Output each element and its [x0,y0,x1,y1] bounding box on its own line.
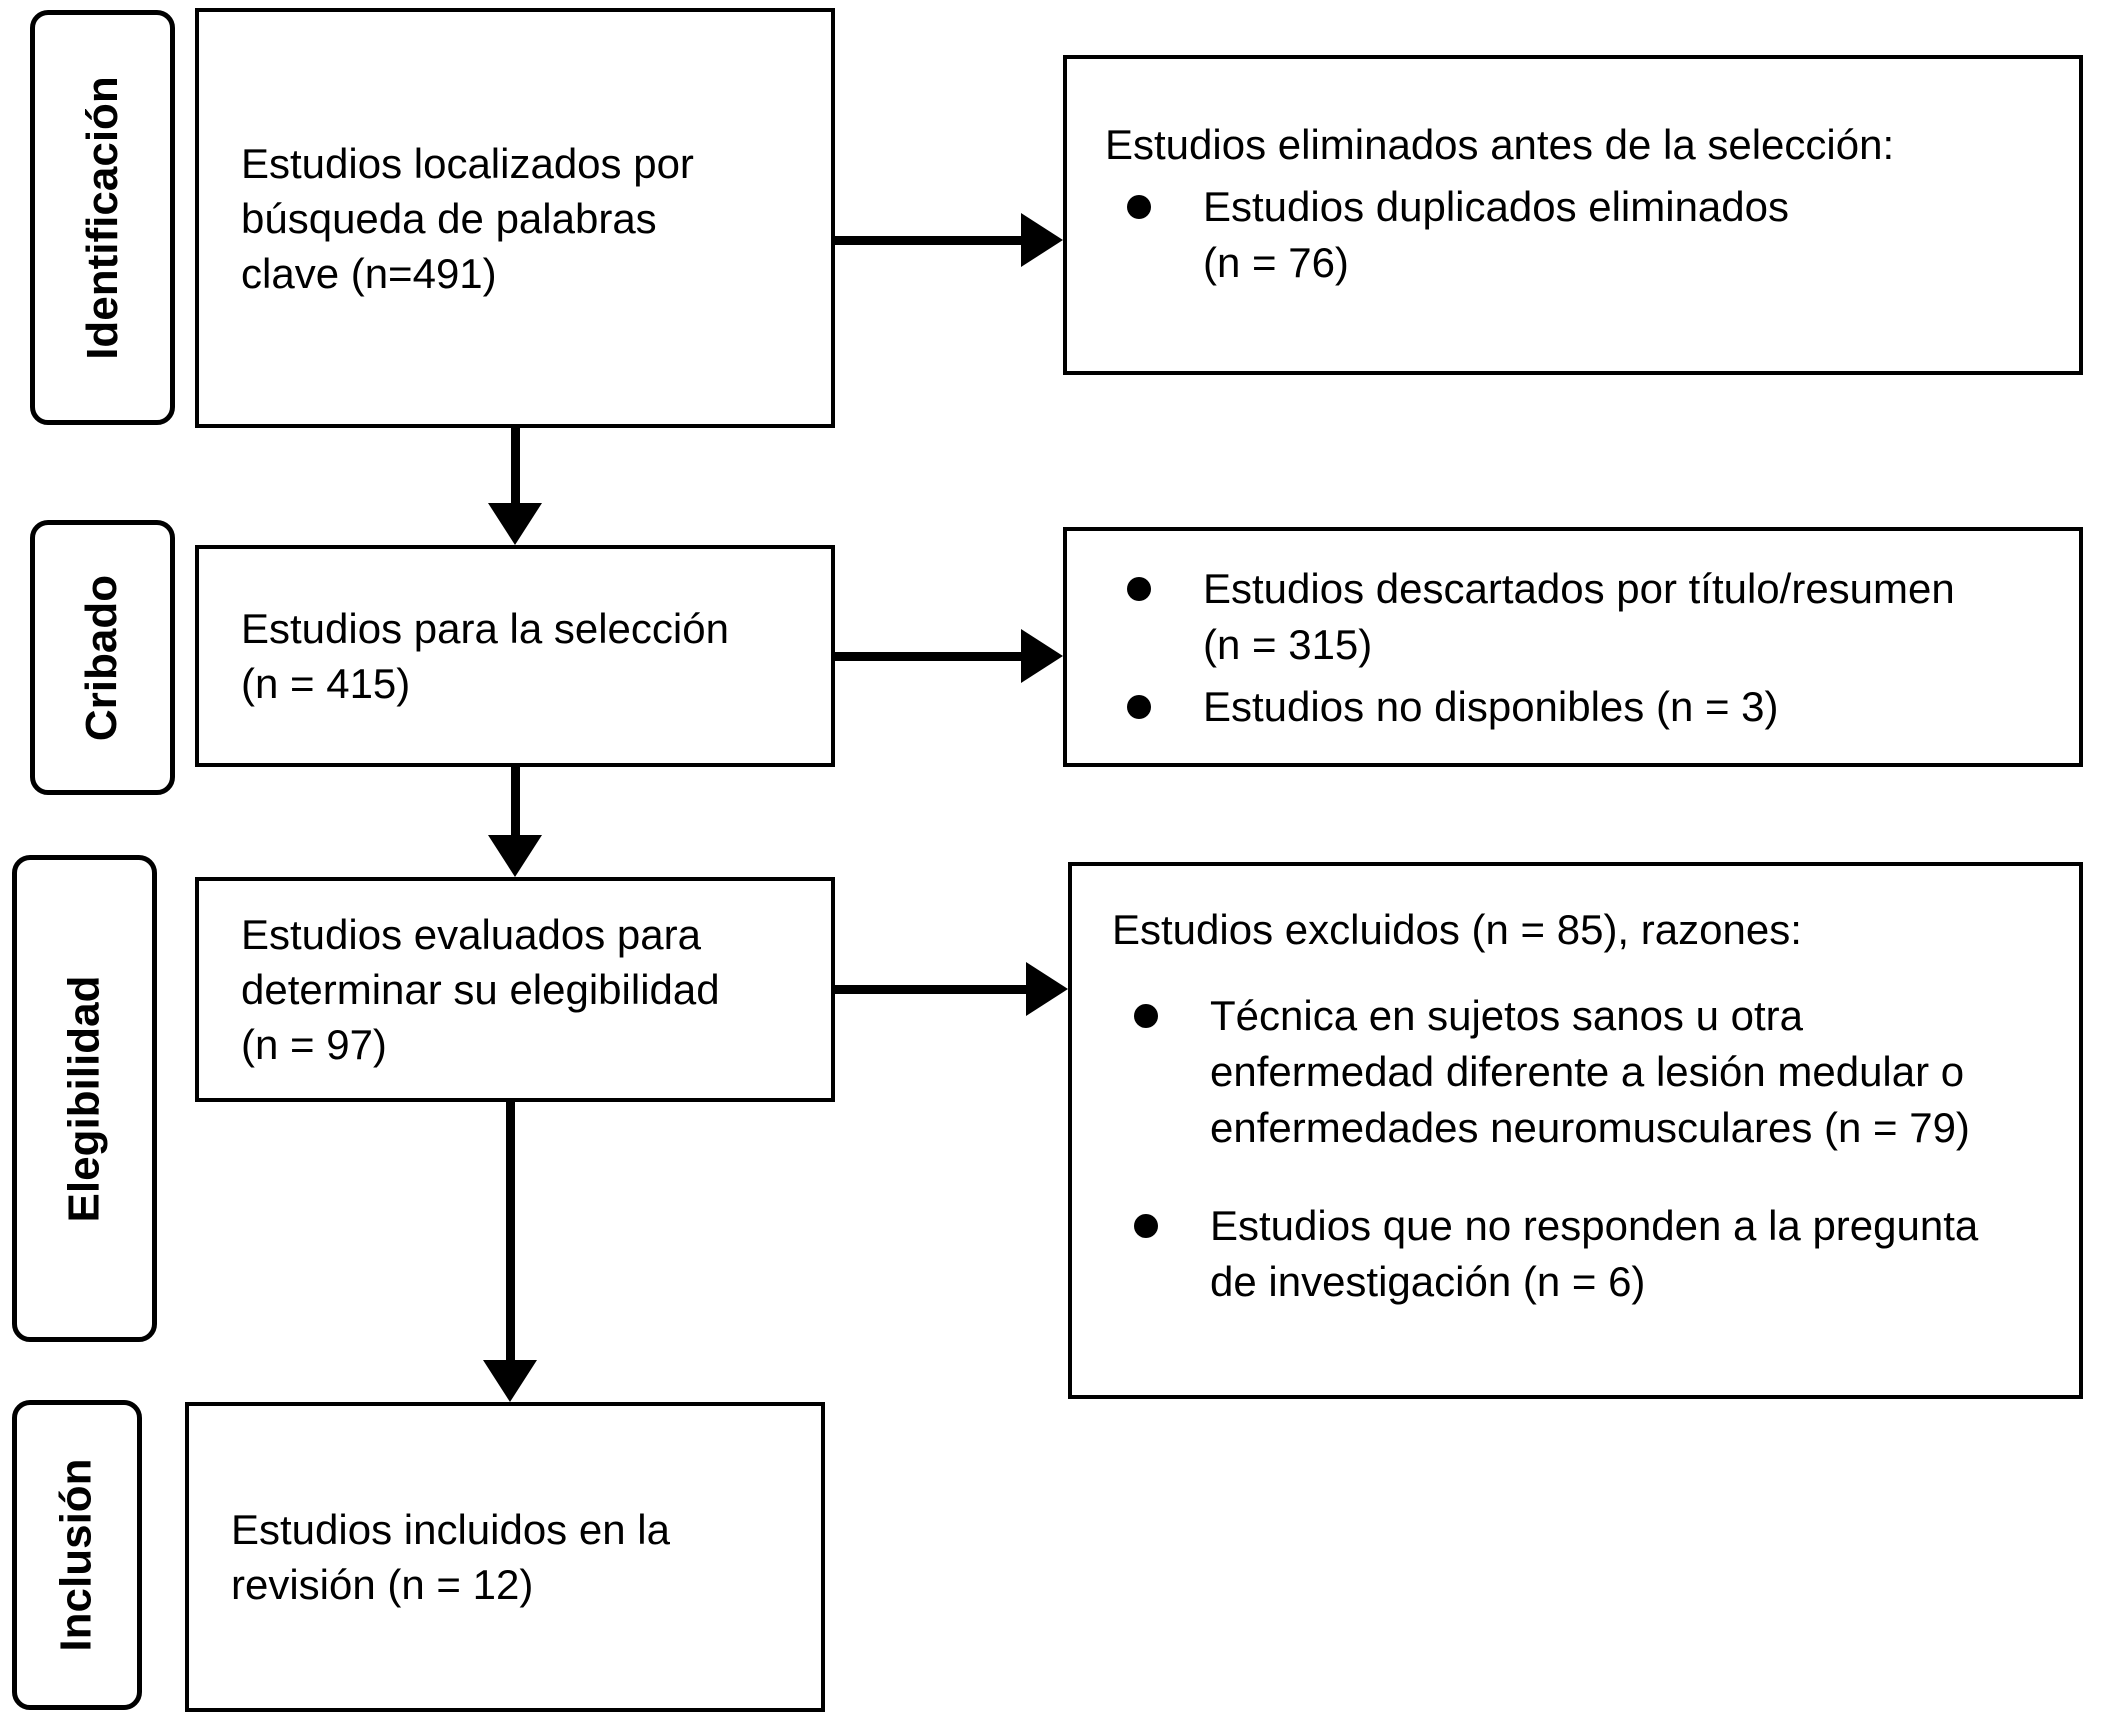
sidebox-eliminados-antes-seleccion: Estudios eliminados antes de la selecció… [1063,55,2083,375]
bullet-item: Técnica en sujetos sanos u otra enfermed… [1112,988,2055,1156]
arrow-shaft [510,767,520,835]
bullet-text-line: enfermedades neuromusculares (n = 79) [1210,1104,1970,1151]
box-text-line: Estudios incluidos en la [231,1506,670,1553]
bullet-text-line: Estudios descartados por título/resumen [1203,565,1955,612]
box-text-line: (n = 97) [241,1021,387,1068]
stage-cribado: Cribado [30,520,175,795]
arrow-shaft [835,235,1021,245]
bullet-item: Estudios no disponibles (n = 3) [1105,679,2049,735]
arrow-down-elegibilidad-inclusion [483,1102,537,1402]
sidebox-descartados: Estudios descartados por título/resumen … [1063,527,2083,767]
bullet-icon [1134,1214,1158,1238]
arrowhead-icon [1021,213,1063,267]
box-text-line: búsqueda de palabras [241,194,657,242]
box-estudios-incluidos: Estudios incluidos en la revisión (n = 1… [185,1402,825,1712]
arrow-down-identificacion-cribado [488,428,542,545]
bullet-icon [1127,577,1151,601]
arrowhead-icon [1021,629,1063,683]
bullet-text-line: (n = 76) [1203,239,1349,286]
bullet-icon [1127,195,1151,219]
box-estudios-evaluados: Estudios evaluados para determinar su el… [195,877,835,1102]
stage-label: Elegibilidad [59,975,109,1222]
bullet-item: Estudios descartados por título/resumen … [1105,561,2049,673]
sidebox-excluidos: Estudios excluidos (n = 85), razones: Té… [1068,862,2083,1399]
arrow-shaft [505,1102,515,1360]
box-estudios-seleccion: Estudios para la selección (n = 415) [195,545,835,767]
box-text-line: clave (n=491) [241,249,497,297]
sidebox-header: Estudios eliminados antes de la selecció… [1105,121,1895,168]
arrowhead-icon [483,1360,537,1402]
bullet-icon [1134,1004,1158,1028]
stage-inclusion: Inclusión [12,1400,142,1710]
sidebox-header: Estudios excluidos (n = 85), razones: [1112,906,1802,953]
stage-identificacion: Identificación [30,10,175,425]
arrow-shaft [510,428,520,503]
box-text-line: determinar su elegibilidad [241,966,720,1013]
bullet-text-line: Estudios no disponibles (n = 3) [1203,683,1779,730]
stage-label: Cribado [77,574,127,741]
arrow-right-identificacion [835,213,1063,267]
bullet-icon [1127,695,1151,719]
bullet-text-line: Técnica en sujetos sanos u otra [1210,992,1804,1039]
box-text-line: revisión (n = 12) [231,1561,534,1608]
stage-label: Inclusión [52,1458,101,1652]
bullet-text-line: Estudios que no responden a la pregunta [1210,1202,1979,1249]
box-text-line: (n = 415) [241,660,411,707]
arrowhead-icon [488,503,542,545]
bullet-text-line: Estudios duplicados eliminados [1203,183,1790,230]
bullet-item: Estudios que no responden a la pregunta … [1112,1198,2055,1310]
arrowhead-icon [488,835,542,877]
box-text-line: Estudios para la selección [241,605,729,652]
arrowhead-icon [1026,962,1068,1016]
bullet-text-line: (n = 315) [1203,621,1373,668]
bullet-item: Estudios duplicados eliminados (n = 76) [1105,179,2049,291]
box-text-line: Estudios evaluados para [241,911,701,958]
arrow-shaft [835,651,1021,661]
box-estudios-localizados: Estudios localizados por búsqueda de pal… [195,8,835,428]
arrow-down-cribado-elegibilidad [488,767,542,877]
stage-label: Identificación [77,75,127,360]
stage-elegibilidad: Elegibilidad [12,855,157,1342]
arrow-right-cribado [835,629,1063,683]
arrow-right-elegibilidad [835,962,1068,1016]
box-text-line: Estudios localizados por [241,139,694,187]
bullet-text-line: enfermedad diferente a lesión medular o [1210,1048,1965,1095]
bullet-text-line: de investigación (n = 6) [1210,1258,1646,1305]
arrow-shaft [835,984,1026,994]
